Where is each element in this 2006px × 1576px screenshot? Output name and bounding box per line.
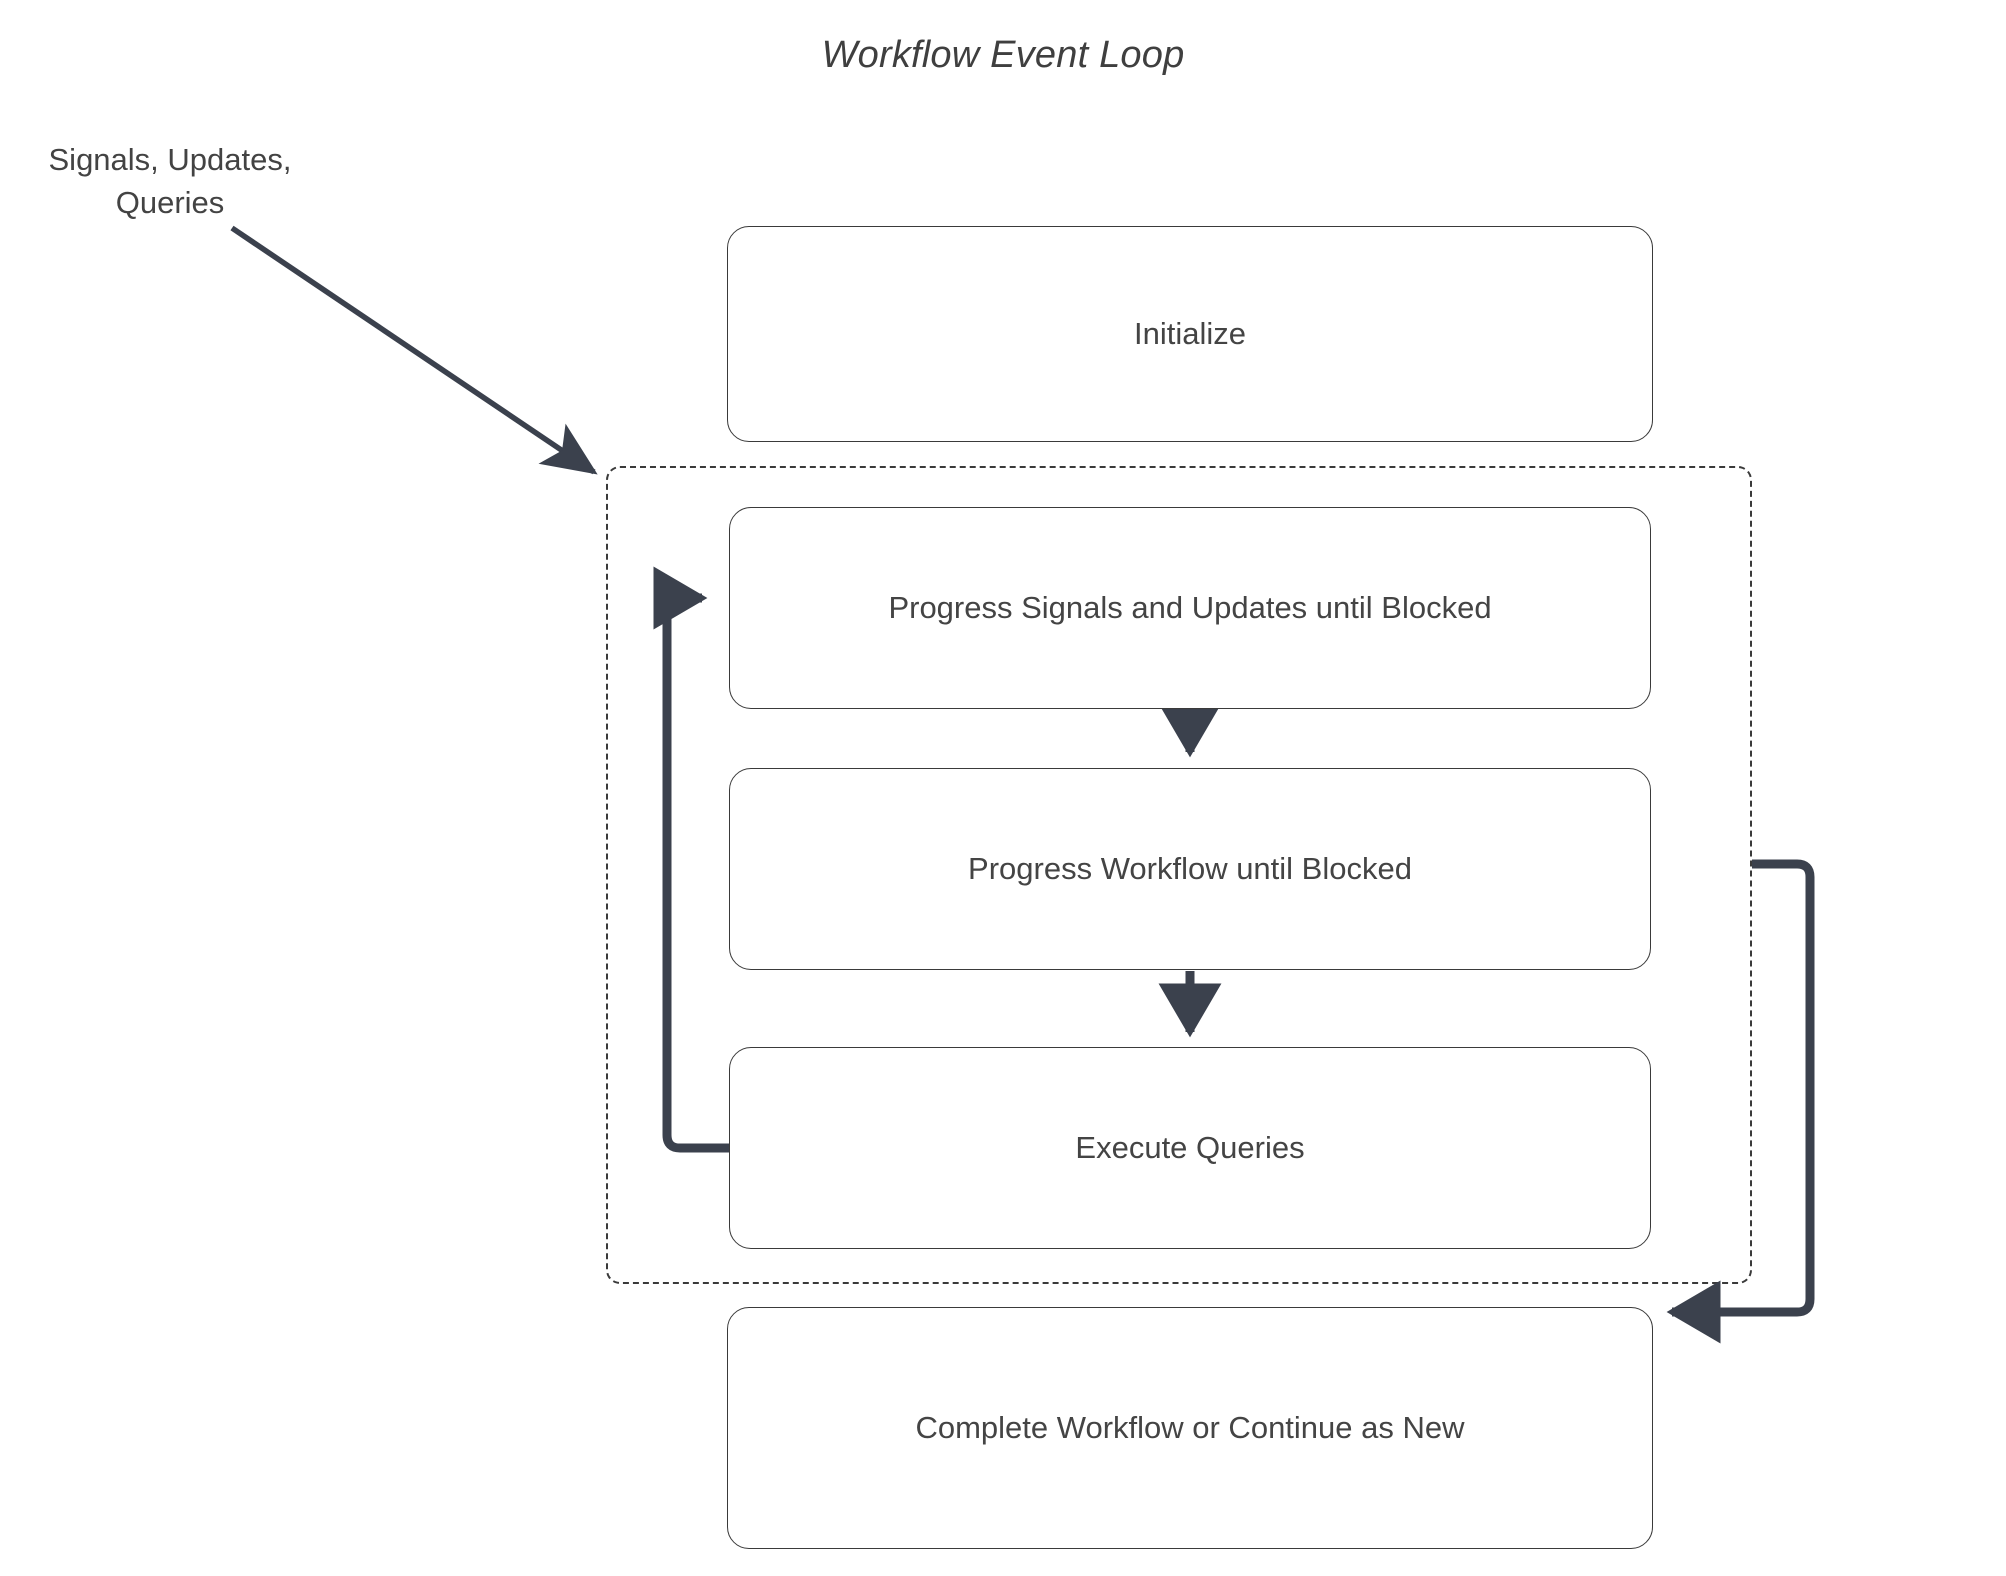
- node-complete-workflow-label: Complete Workflow or Continue as New: [915, 1410, 1465, 1445]
- node-execute-queries-label: Execute Queries: [1075, 1130, 1305, 1165]
- node-complete-workflow[interactable]: Complete Workflow or Continue as New: [727, 1307, 1653, 1549]
- signals-updates-queries-label: Signals, Updates, Queries: [48, 142, 292, 220]
- node-initialize[interactable]: Initialize: [727, 226, 1653, 442]
- node-progress-workflow-label: Progress Workflow until Blocked: [968, 851, 1412, 886]
- node-progress-signals[interactable]: Progress Signals and Updates until Block…: [729, 507, 1651, 709]
- edge-signals-to-loop: [230, 225, 598, 475]
- page-title: Workflow Event Loop: [821, 34, 1185, 76]
- node-initialize-label: Initialize: [1134, 316, 1246, 351]
- node-execute-queries[interactable]: Execute Queries: [729, 1047, 1651, 1249]
- node-progress-signals-label: Progress Signals and Updates until Block…: [888, 590, 1492, 625]
- node-progress-workflow[interactable]: Progress Workflow until Blocked: [729, 768, 1651, 970]
